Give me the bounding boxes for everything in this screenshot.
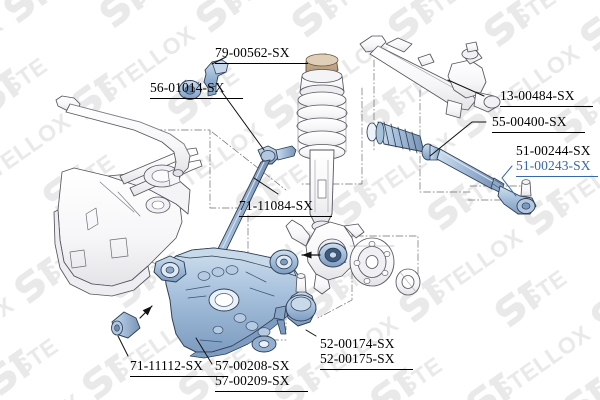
lower-ball-joint-part xyxy=(273,273,317,335)
label-underline xyxy=(492,132,585,133)
control-arm-rear-bushing-part xyxy=(318,242,348,268)
leader-57-00208-209 xyxy=(195,337,213,365)
label-underline xyxy=(130,376,223,377)
wheel-hub-bearing-part xyxy=(349,237,421,296)
label-underline xyxy=(516,176,598,177)
leader-71-11084 xyxy=(253,177,279,195)
label-underline xyxy=(500,106,593,107)
steering-rack-boot-part xyxy=(366,121,425,154)
leader-51-00243 xyxy=(501,165,517,197)
stabilizer-bar-part xyxy=(55,95,191,177)
control-arm-part xyxy=(153,247,301,359)
leader-55-00400 xyxy=(429,121,487,157)
label-underline xyxy=(215,63,308,64)
steering-rack-part xyxy=(359,35,501,119)
bushing-insert-arrow-icon xyxy=(139,305,153,319)
leader-71-11112 xyxy=(117,335,129,357)
label-underline xyxy=(150,98,243,99)
control-arm-bushing-part xyxy=(111,311,141,339)
stabilizer-bar-bushing-part xyxy=(178,59,229,100)
label-underline xyxy=(215,391,308,392)
leader-56-01014 xyxy=(221,91,265,151)
leader-52-00174-175 xyxy=(305,329,317,337)
coil-spring-strut-part xyxy=(296,53,348,232)
tie-rod-assembly-part xyxy=(421,143,537,215)
leader-13-00484 xyxy=(447,79,485,97)
leader-79-00562 xyxy=(211,56,227,65)
label-underline xyxy=(239,216,332,217)
label-underline xyxy=(320,369,413,370)
